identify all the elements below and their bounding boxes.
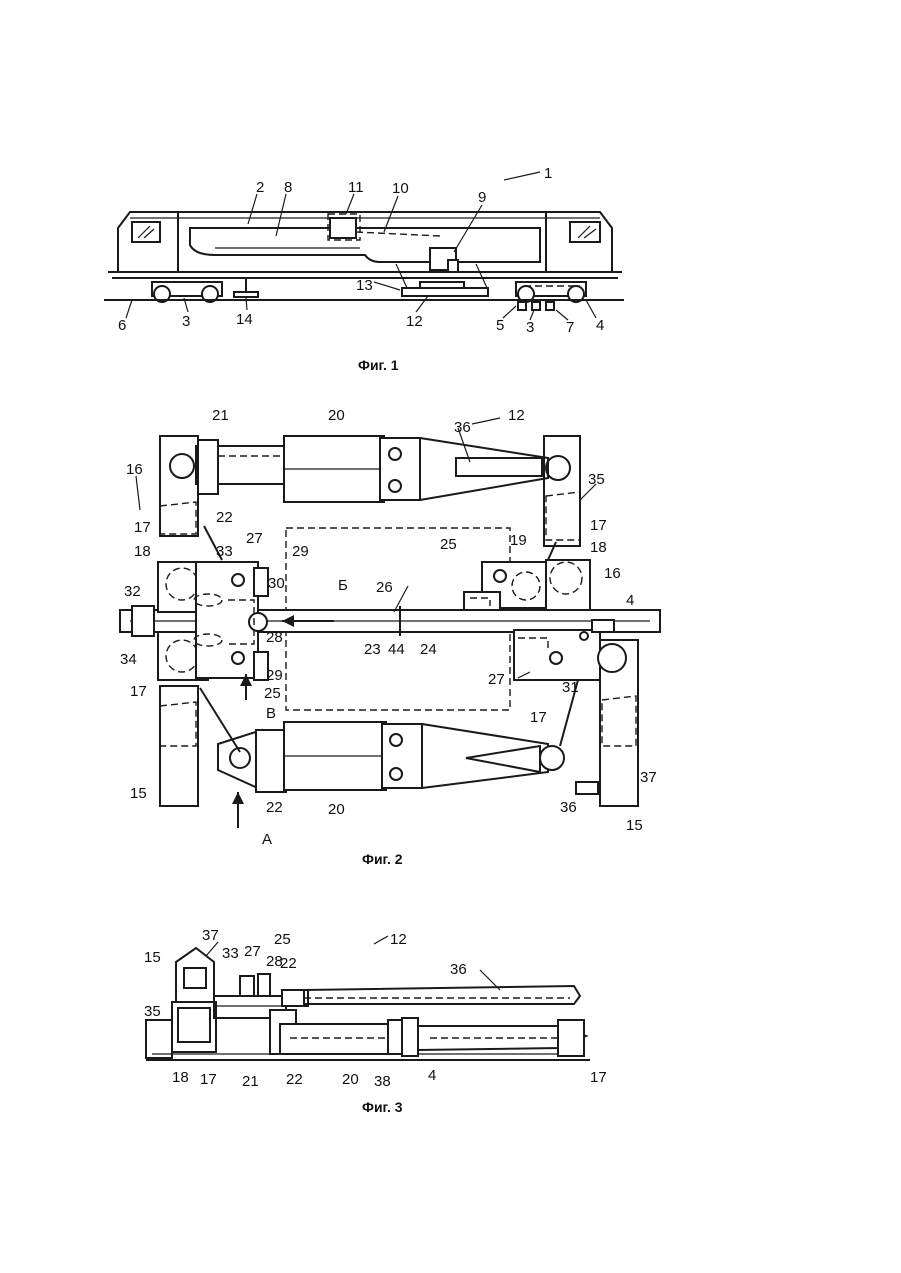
- fig3-label: 15: [144, 949, 161, 966]
- fig2-label: 19: [510, 532, 527, 549]
- fig2-label: 28: [266, 629, 283, 646]
- fig2-caption: Фиг. 2: [362, 851, 403, 867]
- fig2-label: Б: [338, 577, 348, 594]
- fig1-label: 6: [118, 317, 126, 334]
- fig2-label: 20: [328, 407, 345, 424]
- fig3-label: 18: [172, 1069, 189, 1086]
- fig1-vehicle-body: [108, 212, 622, 278]
- fig2-label: 23: [364, 641, 381, 658]
- fig3-label: 33: [222, 945, 239, 962]
- fig1-label: 8: [284, 179, 292, 196]
- fig2-label: 17: [530, 709, 547, 726]
- fig2-label: 24: [420, 641, 437, 658]
- fig2-label: 30: [268, 575, 285, 592]
- fig3-mechanism: [146, 948, 590, 1060]
- fig1-label: 3: [526, 319, 534, 336]
- fig2-label: 18: [134, 543, 151, 560]
- fig3-caption: Фиг. 3: [362, 1099, 403, 1115]
- figure-2: 21 20 36 12 16 35 17 22 17 18 33 27 29 2…: [120, 407, 660, 867]
- fig2-label: 4: [626, 592, 634, 609]
- fig3-label: 4: [428, 1067, 436, 1084]
- figure-1: 1 2 8 11 10 9 13 12 14 3 6 5 3 7 4 Фиг. …: [104, 165, 624, 373]
- fig3-label: 22: [280, 955, 297, 972]
- fig1-label: 1: [544, 165, 552, 182]
- fig2-label: 12: [508, 407, 525, 424]
- fig2-label: 17: [134, 519, 151, 536]
- fig3-label: 17: [590, 1069, 607, 1086]
- fig1-label: 9: [478, 189, 486, 206]
- fig3-label: 17: [200, 1071, 217, 1088]
- fig2-label: 15: [130, 785, 147, 802]
- fig3-label: 27: [244, 943, 261, 960]
- fig2-label: 44: [388, 641, 405, 658]
- fig2-label: 36: [560, 799, 577, 816]
- fig2-label: 20: [328, 801, 345, 818]
- fig2-label: 31: [562, 679, 579, 696]
- fig1-label: 2: [256, 179, 264, 196]
- fig2-label: 21: [212, 407, 229, 424]
- fig2-label: 22: [266, 799, 283, 816]
- fig2-label: 22: [216, 509, 233, 526]
- fig1-label: 7: [566, 319, 574, 336]
- fig1-label: 12: [406, 313, 423, 330]
- fig2-label: 17: [590, 517, 607, 534]
- fig3-label: 37: [202, 927, 219, 944]
- fig2-label: 18: [590, 539, 607, 556]
- fig2-label: 17: [130, 683, 147, 700]
- fig1-label: 5: [496, 317, 504, 334]
- fig1-label: 11: [348, 179, 364, 196]
- fig2-label: 26: [376, 579, 393, 596]
- figure-3: 37 15 33 27 25 28 22 12 36 35 18 17 21 2…: [144, 927, 607, 1115]
- fig3-label: 12: [390, 931, 407, 948]
- fig3-label: 35: [144, 1003, 161, 1020]
- fig2-label: 16: [604, 565, 621, 582]
- fig1-label: 10: [392, 180, 409, 197]
- fig2-label: 29: [292, 543, 309, 560]
- fig2-label: 16: [126, 461, 143, 478]
- fig3-label: 22: [286, 1071, 303, 1088]
- fig3-label: 38: [374, 1073, 391, 1090]
- fig2-mechanism: [120, 436, 660, 828]
- fig1-label: 4: [596, 317, 604, 334]
- fig2-label: 37: [640, 769, 657, 786]
- fig2-label: 33: [216, 543, 233, 560]
- fig3-label: 36: [450, 961, 467, 978]
- fig2-label: В: [266, 705, 276, 722]
- fig2-label: 29: [266, 667, 283, 684]
- fig1-label: 3: [182, 313, 190, 330]
- fig1-label: 14: [236, 311, 253, 328]
- fig3-label: 21: [242, 1073, 259, 1090]
- fig1-label: 13: [356, 277, 373, 294]
- fig1-caption: Фиг. 1: [358, 357, 399, 373]
- fig2-label: 35: [588, 471, 605, 488]
- fig2-label: 32: [124, 583, 141, 600]
- fig2-label: 25: [440, 536, 457, 553]
- fig2-label: 25: [264, 685, 281, 702]
- fig2-label: 27: [488, 671, 505, 688]
- fig2-label: 36: [454, 419, 471, 436]
- fig2-label: 34: [120, 651, 137, 668]
- fig2-label: 15: [626, 817, 643, 834]
- fig2-label: А: [262, 831, 272, 848]
- fig3-label: 25: [274, 931, 291, 948]
- fig3-label: 20: [342, 1071, 359, 1088]
- fig2-label: 27: [246, 530, 263, 547]
